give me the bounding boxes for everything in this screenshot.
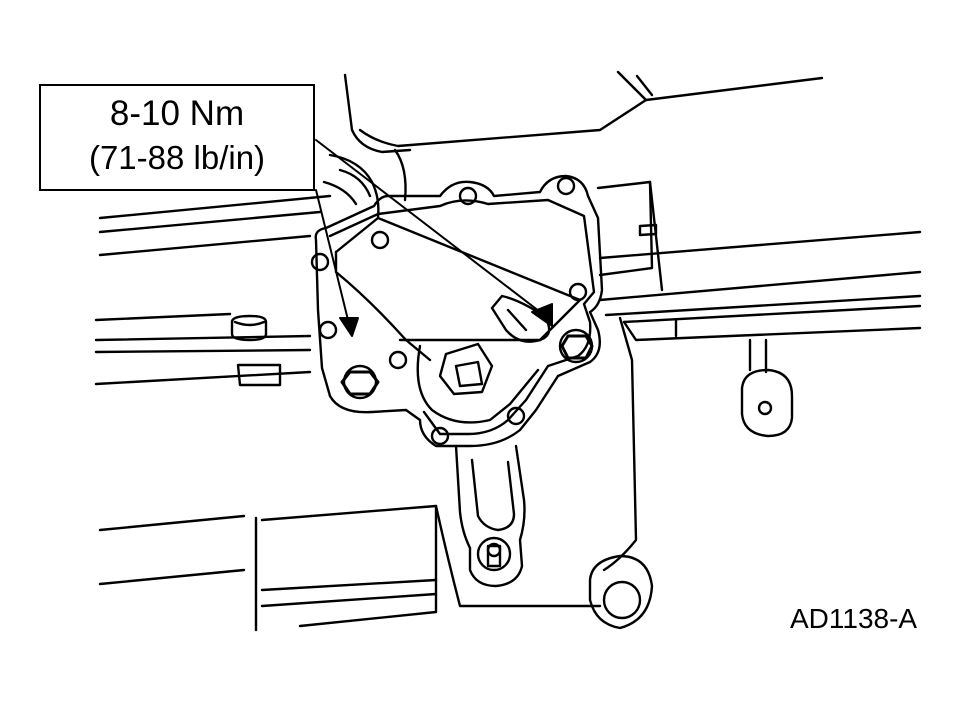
figure-id-label: AD1138-A [790, 603, 918, 634]
left-rails [94, 194, 332, 387]
leader-lines [315, 139, 553, 337]
torque-nm-label: 8-10 Nm [109, 94, 245, 133]
torque-callout-box: 8-10 Nm (71-88 lb/in) [39, 84, 315, 191]
torque-lbin-label: (71-88 lb/in) [88, 139, 266, 176]
valve-body-casting [310, 174, 604, 448]
arrowhead-left [339, 317, 359, 337]
right-rails [596, 180, 922, 342]
side-mount [740, 338, 794, 438]
lower-case [98, 316, 654, 632]
leader-line-right [315, 139, 549, 319]
manual-lever-arm [454, 444, 526, 588]
leader-line-left [315, 189, 349, 321]
arrowhead-right [531, 303, 553, 327]
